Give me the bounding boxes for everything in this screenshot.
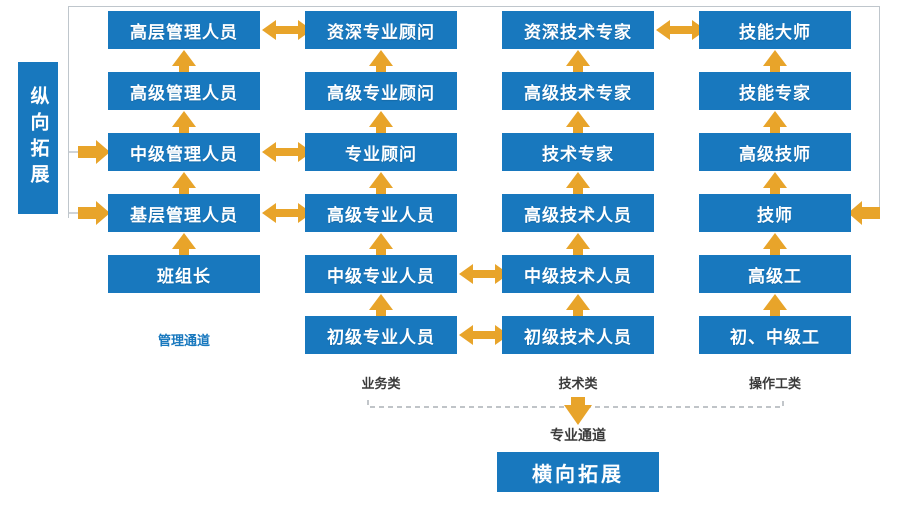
job-box[interactable]: 资深技术专家	[502, 11, 654, 49]
job-box[interactable]: 中级专业人员	[305, 255, 457, 293]
horizontal-expansion-banner: 横向拓展	[497, 452, 659, 492]
job-box[interactable]: 技能大师	[699, 11, 851, 49]
category-label-business: 业务类	[361, 376, 401, 391]
job-box[interactable]: 高级技术专家	[502, 72, 654, 110]
category-label-technical: 技术类	[558, 376, 598, 391]
lateral-double-arrow	[262, 20, 312, 223]
promotion-arrow-up	[172, 50, 196, 257]
job-box[interactable]: 中级管理人员	[108, 133, 260, 171]
promotion-arrow-up	[369, 50, 393, 318]
job-box[interactable]: 技能专家	[699, 72, 851, 110]
job-box[interactable]: 高级专业顾问	[305, 72, 457, 110]
job-box[interactable]: 专业顾问	[305, 133, 457, 171]
job-box[interactable]: 初、中级工	[699, 316, 851, 354]
vertical-expansion-frame	[68, 6, 880, 218]
job-box[interactable]: 基层管理人员	[108, 194, 260, 232]
job-box[interactable]: 高层管理人员	[108, 11, 260, 49]
job-box[interactable]: 高级技术人员	[502, 194, 654, 232]
professional-channel-arrow-down	[564, 397, 592, 425]
promotion-arrow-up	[763, 50, 787, 318]
lateral-double-arrow	[656, 20, 706, 40]
job-box[interactable]: 资深专业顾问	[305, 11, 457, 49]
job-box[interactable]: 高级技师	[699, 133, 851, 171]
entry-arrow-left	[848, 201, 880, 225]
professional-channel-bracket	[367, 400, 784, 408]
professional-channel-label: 专业通道	[550, 427, 606, 443]
entry-connector-line	[68, 151, 78, 214]
lateral-double-arrow	[459, 264, 509, 345]
promotion-arrow-up	[566, 50, 590, 318]
job-box[interactable]: 班组长	[108, 255, 260, 293]
job-box[interactable]: 技师	[699, 194, 851, 232]
job-box[interactable]: 高级专业人员	[305, 194, 457, 232]
job-box[interactable]: 初级技术人员	[502, 316, 654, 354]
vertical-expansion-label: 纵向拓展	[18, 62, 58, 214]
management-channel-label: 管理通道	[157, 333, 210, 348]
entry-arrow-right	[78, 140, 110, 225]
job-box[interactable]: 高级管理人员	[108, 72, 260, 110]
job-box[interactable]: 高级工	[699, 255, 851, 293]
category-label-operator: 操作工类	[748, 376, 801, 391]
job-box[interactable]: 初级专业人员	[305, 316, 457, 354]
job-box[interactable]: 技术专家	[502, 133, 654, 171]
job-box[interactable]: 中级技术人员	[502, 255, 654, 293]
